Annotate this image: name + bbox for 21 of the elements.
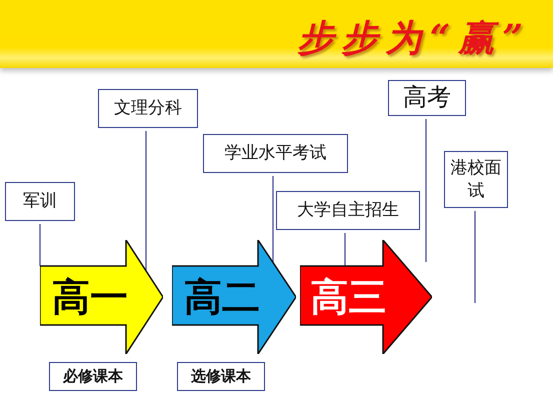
label-box: 学业水平考试 — [203, 134, 348, 173]
leader-line — [272, 176, 274, 262]
stage-label: 高一 — [51, 274, 129, 320]
leader-line — [474, 211, 476, 303]
label-box: 文理分科 — [98, 89, 198, 128]
label-box: 港校面试 — [444, 151, 508, 208]
stage-label: 高二 — [183, 274, 261, 320]
stage-block — [172, 240, 296, 354]
stage-block — [40, 240, 163, 354]
label-box: 军训 — [5, 182, 75, 221]
label-box: 必修课本 — [49, 362, 137, 391]
stage-label: 高三 — [310, 274, 388, 320]
slide-title: 步步为“赢” — [298, 16, 531, 61]
stage-block — [300, 240, 432, 354]
leader-line — [344, 233, 346, 266]
label-box: 高考 — [388, 80, 466, 116]
leader-line — [39, 224, 41, 266]
label-box: 大学自主招生 — [276, 191, 420, 230]
leader-line — [145, 131, 147, 271]
label-box: 选修课本 — [177, 362, 265, 391]
leader-line — [425, 119, 427, 262]
